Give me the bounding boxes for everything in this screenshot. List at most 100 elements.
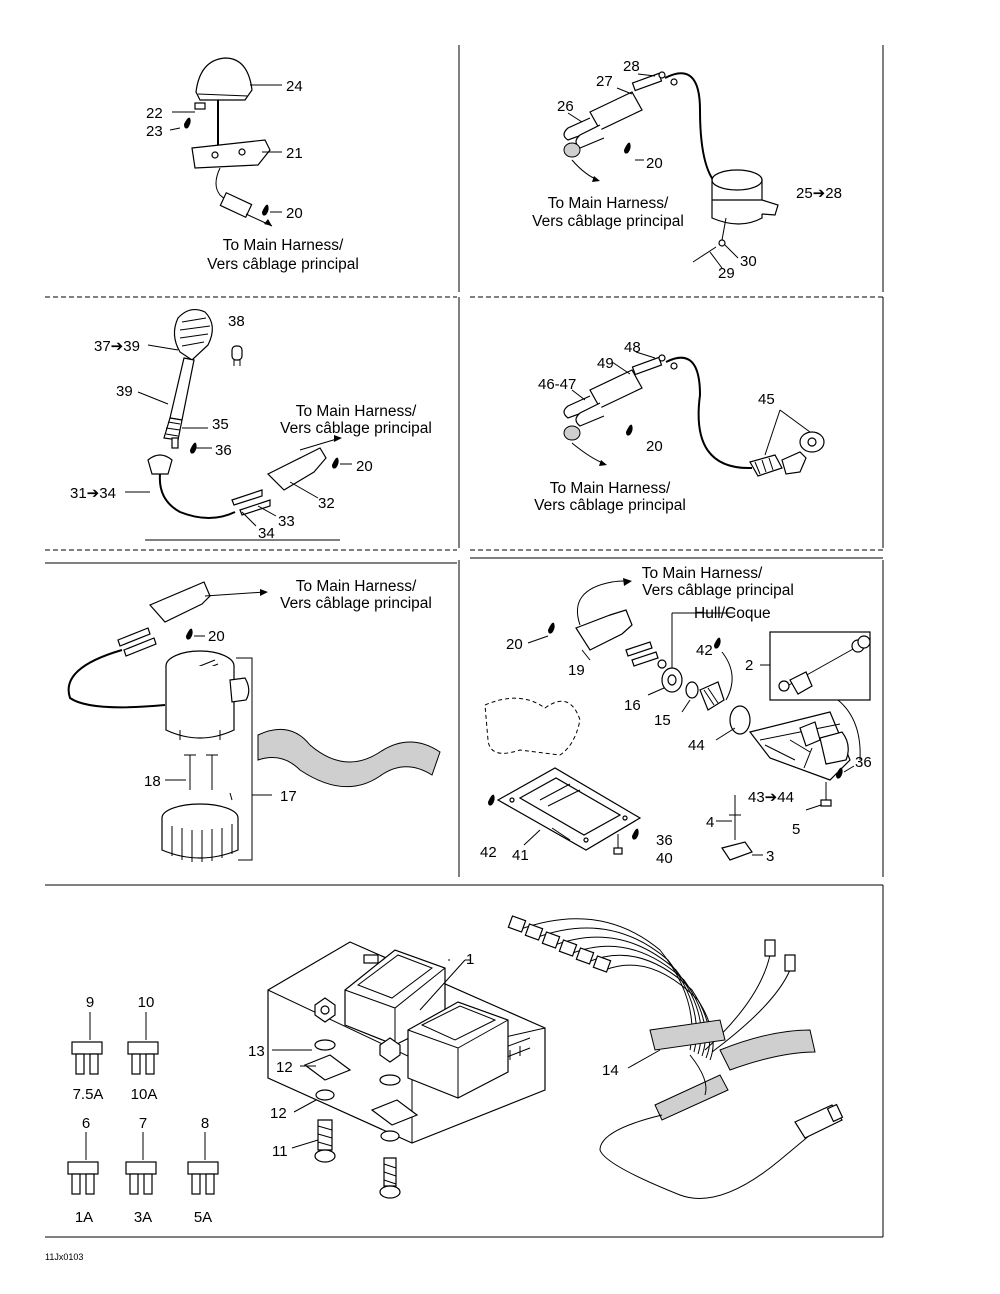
- harness-label-en-2: To Main Harness/: [548, 195, 669, 212]
- callout-4: 4: [706, 814, 714, 831]
- connector-27: [589, 91, 643, 131]
- fuse-8-number: 8: [201, 1115, 209, 1132]
- fuse-7: [125, 1132, 157, 1195]
- callout-21: 21: [286, 145, 303, 162]
- callout-49: 49: [597, 355, 614, 372]
- callout-40: 40: [656, 850, 673, 867]
- fuse-6: [67, 1132, 99, 1195]
- hull-outline: [484, 697, 581, 756]
- callout-25-28: 25➔28: [796, 185, 842, 202]
- fuse-7-rating: 3A: [134, 1209, 152, 1226]
- callout-38: 38: [228, 313, 245, 330]
- fuse-8-rating: 5A: [194, 1209, 212, 1226]
- callout-32: 32: [318, 495, 335, 512]
- base-21: [191, 139, 271, 169]
- harness-label-fr-2: Vers câblage principal: [532, 213, 684, 230]
- callout-29: 29: [718, 265, 735, 282]
- harness-label-en-3: To Main Harness/: [296, 403, 417, 420]
- panel-speed-sensor: [484, 578, 871, 861]
- callout-33: 33: [278, 513, 295, 530]
- sensor-45: [749, 454, 783, 477]
- panel-sender: [563, 71, 779, 269]
- callout-16: 16: [624, 697, 641, 714]
- fuse-10: [127, 1012, 159, 1075]
- harness-label-en-6: To Main Harness/: [642, 565, 763, 582]
- fuse-8: [187, 1132, 219, 1195]
- doc-code: 11Jx0103: [45, 1252, 83, 1262]
- sensor-44: [729, 705, 751, 735]
- fuse-7-number: 7: [139, 1115, 147, 1132]
- harness-label-fr-5: Vers câblage principal: [280, 595, 432, 612]
- harness-label-fr-4: Vers câblage principal: [534, 497, 686, 514]
- callout-42b: 42: [480, 844, 497, 861]
- fuse-6-number: 6: [82, 1115, 90, 1132]
- callout-31-34: 31➔34: [70, 485, 116, 502]
- sleeve-1: [649, 1019, 726, 1051]
- callout-13: 13: [248, 1043, 265, 1060]
- panel-frames: [45, 45, 884, 1238]
- fuse-9: [71, 1012, 103, 1075]
- harness-terminals: [507, 915, 612, 973]
- callout-36b: 36: [855, 754, 872, 771]
- sleeve-3: [654, 1074, 729, 1121]
- callout-30: 30: [740, 253, 757, 270]
- callout-48: 48: [624, 339, 641, 356]
- socket-31: [147, 454, 173, 475]
- callout-20: 20: [286, 205, 303, 222]
- panel-bilge-pump: [67, 581, 441, 862]
- panel-temp-sensor: [563, 351, 825, 477]
- callout-2: 2: [745, 657, 753, 674]
- callout-27: 27: [596, 73, 613, 90]
- harness-label-fr: Vers câblage principal: [207, 256, 359, 273]
- screw-22: [194, 102, 206, 110]
- bulb-38: [231, 345, 243, 361]
- callout-14: 14: [602, 1062, 619, 1079]
- mast-39: [169, 357, 195, 421]
- callout-35: 35: [212, 416, 229, 433]
- callout-44: 44: [688, 737, 705, 754]
- callout-22: 22: [146, 105, 163, 122]
- fuse-9-rating: 7.5A: [73, 1086, 104, 1103]
- drop-23: [184, 117, 191, 129]
- callout-23: 23: [146, 123, 163, 140]
- callout-5: 5: [792, 821, 800, 838]
- callout-20d: 20: [646, 438, 663, 455]
- callout-36c: 36: [656, 832, 673, 849]
- callout-20e: 20: [208, 628, 225, 645]
- harness-label-en-5: To Main Harness/: [296, 578, 417, 595]
- hose: [257, 728, 441, 788]
- callout-20f: 20: [506, 636, 523, 653]
- callout-15: 15: [654, 712, 671, 729]
- callout-24: 24: [286, 78, 303, 95]
- callout-34: 34: [258, 525, 275, 542]
- callout-41: 41: [512, 847, 529, 864]
- callout-3: 3: [766, 848, 774, 865]
- harness-label-en-4: To Main Harness/: [550, 480, 671, 497]
- fuse-6-rating: 1A: [75, 1209, 93, 1226]
- callout-45: 45: [758, 391, 775, 408]
- panel-fuse-box: [267, 915, 844, 1199]
- callout-19: 19: [568, 662, 585, 679]
- callout-43-44: 43➔44: [748, 789, 794, 806]
- lens-cap: [195, 57, 253, 101]
- callout-36: 36: [215, 442, 232, 459]
- oring-15: [685, 681, 699, 699]
- callout-20b: 20: [646, 155, 663, 172]
- lamp-head: [173, 308, 213, 361]
- fuse-10-number: 10: [138, 994, 155, 1011]
- callout-20c: 20: [356, 458, 373, 475]
- hull-label: Hull/Coque: [694, 605, 771, 622]
- harness-label-en: To Main Harness/: [223, 237, 344, 254]
- callout-1: 1: [466, 951, 474, 968]
- callout-46-47: 46-47: [538, 376, 576, 393]
- callout-12: 12: [276, 1059, 293, 1076]
- panel-light: [169, 57, 282, 227]
- callout-17: 17: [280, 788, 297, 805]
- bracket-a: [303, 1054, 352, 1081]
- callout-37-39: 37➔39: [94, 338, 140, 355]
- harness-label-fr-6: Vers câblage principal: [642, 582, 794, 599]
- callout-28: 28: [623, 58, 640, 75]
- fuse-group: [67, 1012, 219, 1195]
- fuse-9-number: 9: [86, 994, 94, 1011]
